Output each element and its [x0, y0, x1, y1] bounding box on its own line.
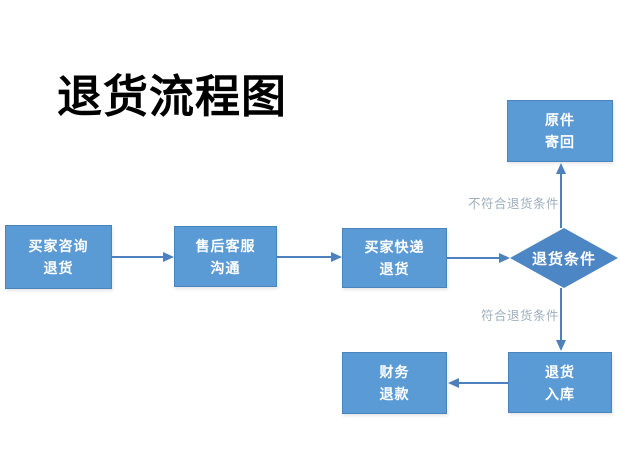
arrow-shaft: [447, 257, 499, 259]
arrowhead-left-icon: [448, 378, 459, 388]
node-buyer-inquiry-line2: 退货: [43, 260, 74, 276]
arrow-express-to-condition: [447, 252, 510, 264]
arrow-shaft: [459, 382, 508, 384]
edge-label-match: 符合退货条件: [481, 309, 560, 323]
node-service-communication-line1: 售后客服: [195, 237, 256, 254]
node-buyer-express-line1: 买家快递: [364, 239, 425, 255]
node-return-condition: 退货条件: [510, 228, 618, 288]
node-warehouse-in: 退货 入库: [508, 352, 612, 413]
node-service-communication-line2: 沟通: [210, 259, 241, 276]
node-original-return-line1: 原件: [545, 112, 575, 128]
arrow-condition-to-warehouse: [555, 288, 567, 351]
node-buyer-express-line2: 退货: [379, 261, 410, 277]
node-finance-refund-line1: 财务: [379, 364, 410, 380]
arrow-warehouse-to-refund: [448, 377, 508, 389]
node-original-return-line2: 寄回: [545, 134, 575, 150]
node-buyer-inquiry-line1: 买家咨询: [28, 238, 89, 254]
node-warehouse-in-line2: 入库: [545, 385, 575, 402]
arrow-inquiry-to-service: [112, 251, 174, 263]
arrowhead-right-icon: [499, 253, 510, 263]
arrowhead-right-icon: [163, 252, 174, 262]
node-original-return: 原件 寄回: [507, 100, 613, 162]
arrowhead-up-icon: [556, 163, 566, 174]
arrow-condition-to-original-return: [555, 163, 567, 228]
arrowhead-down-icon: [556, 340, 566, 351]
arrow-shaft: [560, 288, 562, 340]
arrow-service-to-express: [277, 251, 342, 263]
node-buyer-inquiry: 买家咨询 退货: [5, 225, 112, 289]
node-return-condition-label: 退货条件: [531, 250, 596, 268]
arrow-shaft: [277, 256, 331, 258]
node-warehouse-in-line1: 退货: [545, 363, 575, 380]
node-finance-refund-line2: 退款: [379, 386, 410, 402]
edge-label-not-match: 不符合退货条件: [468, 197, 560, 211]
node-buyer-express: 买家快递 退货: [342, 228, 447, 288]
node-finance-refund: 财务 退款: [342, 352, 447, 414]
page-title: 退货流程图: [57, 71, 288, 122]
node-service-communication: 售后客服 沟通: [174, 226, 277, 287]
arrowhead-right-icon: [331, 252, 342, 262]
arrow-shaft: [560, 174, 562, 228]
arrow-shaft: [112, 256, 163, 258]
